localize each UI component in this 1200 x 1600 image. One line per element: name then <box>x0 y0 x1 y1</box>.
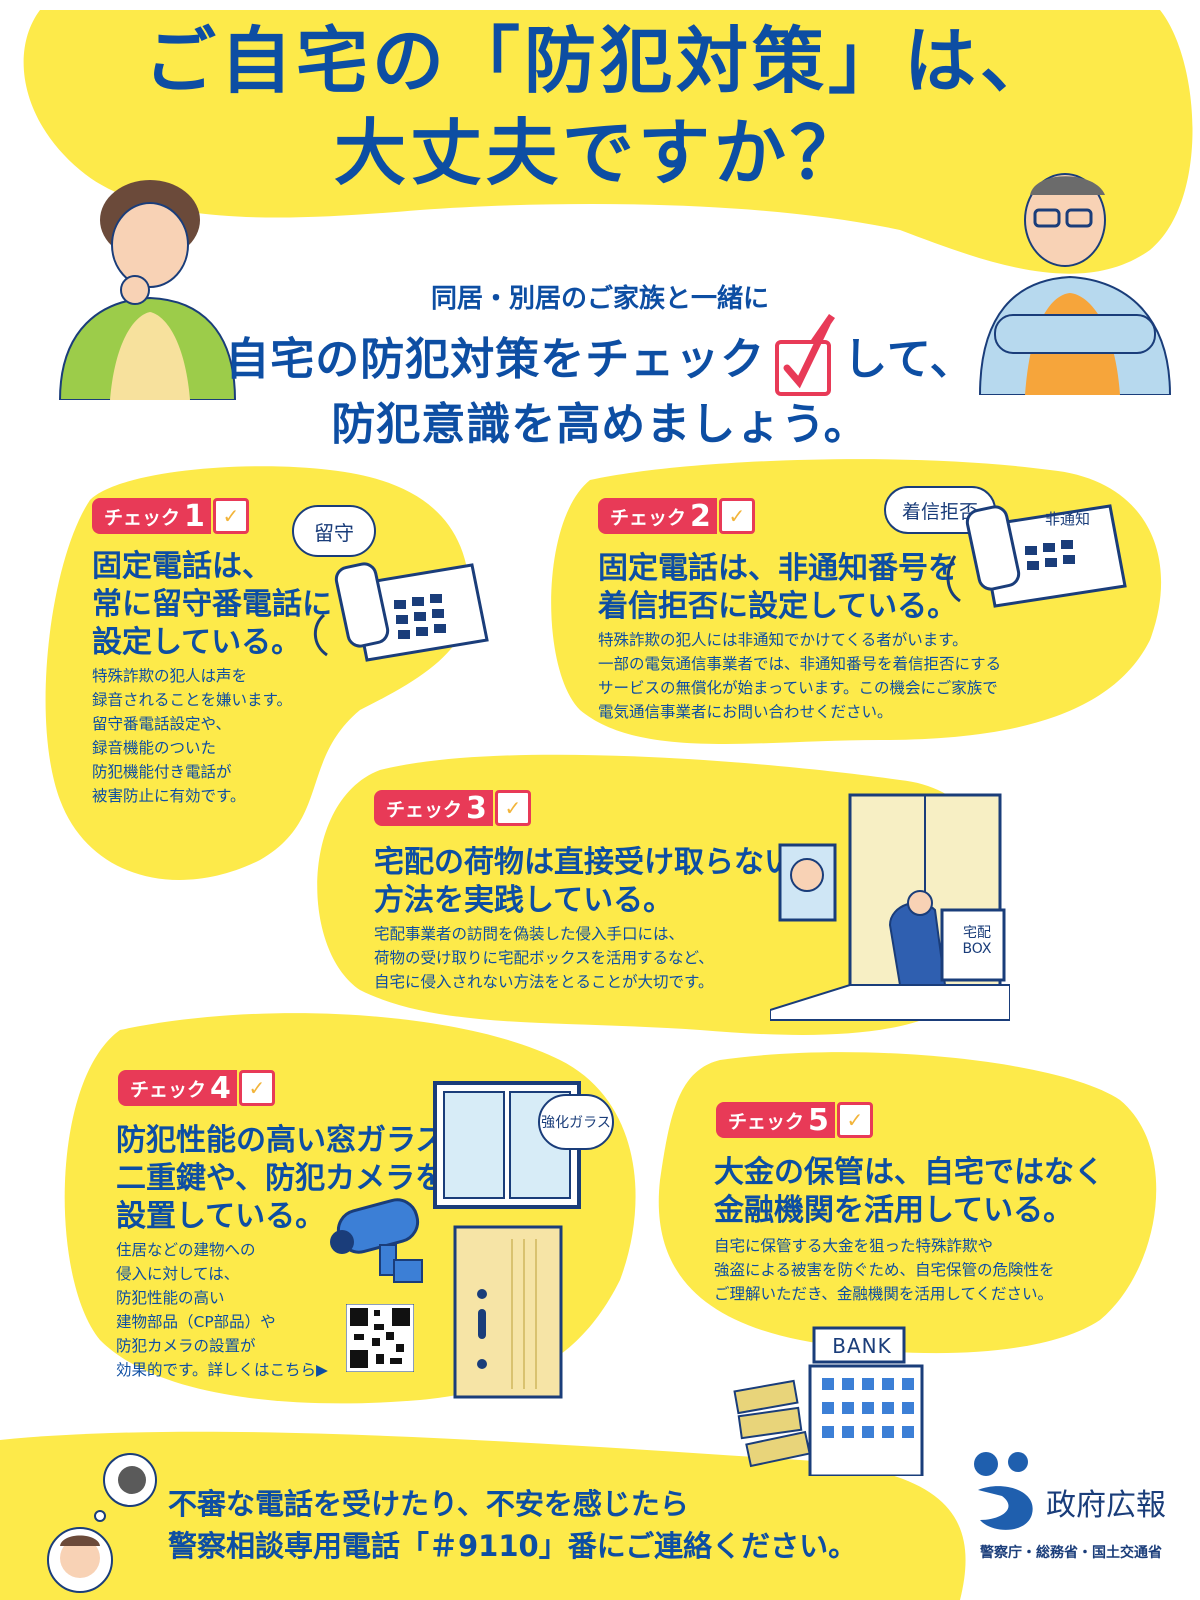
woman-thinking-illustration <box>58 180 237 400</box>
check-5-body: 自宅に保管する大金を狙った特殊詐欺や 強盗による被害を防ぐため、自宅保管の危険性… <box>714 1237 1055 1303</box>
lead-line1-text-a: 自宅の防犯対策をチェック <box>225 334 766 385</box>
delivery-box-label: 宅配 BOX <box>962 925 992 957</box>
woman-on-phone-illustration <box>47 1453 157 1593</box>
lead-line2: 防犯意識を高めましょう。 <box>331 399 869 450</box>
bank-building-illustration <box>733 1326 924 1476</box>
check-2-checkbox-icon: ✓ <box>718 498 755 534</box>
check-4-body: 住居などの建物への 侵入に対しては、 防犯性能の高い 建物部品（CP部品）や 防… <box>116 1241 328 1379</box>
check-3-checkbox-icon: ✓ <box>494 790 531 826</box>
lead-line1: 自宅の防犯対策をチェック して、 <box>0 310 1200 400</box>
security-camera-icon <box>330 1198 423 1283</box>
check-3-body: 宅配事業者の訪問を偽装した侵入手口には、 荷物の受け取りに宅配ボックスを活用する… <box>374 925 714 991</box>
man-arms-crossed-illustration <box>978 173 1172 395</box>
check-2-heading: 固定電話は、非通知番号を 着信拒否に設定している。 <box>598 551 958 624</box>
check-4-heading: 防犯性能の高い窓ガラス、 二重鍵や、防犯カメラを 設置している。 <box>116 1123 476 1234</box>
page-title-line1: ご自宅の「防犯対策」は、 <box>143 19 1056 103</box>
bank-sign-label: BANK <box>832 1334 892 1358</box>
government-logo-icon <box>974 1452 1033 1530</box>
telephone-non-notification-icon <box>946 504 1127 608</box>
check-4-speech-bubble: 強化ガラス <box>538 1094 614 1150</box>
delivery-door-illustration <box>770 793 1010 1021</box>
check-2-phone-label: 非通知 <box>1045 510 1091 528</box>
check-2-body: 特殊詐欺の犯人には非通知でかけてくる者がいます。 一部の電気通信事業者では、非通… <box>598 631 1002 721</box>
page-title-line2: 大丈夫ですか？ <box>333 111 866 195</box>
qr-code-icon[interactable] <box>346 1304 414 1372</box>
check-1-speech-bubble: 留守 <box>292 505 376 557</box>
logo-name: 政府広報 <box>1046 1488 1166 1523</box>
check-5-heading: 大金の保管は、自宅ではなく 金融機関を活用している。 <box>714 1155 1104 1228</box>
footer-line1: 不審な電話を受けたり、不安を感じたら <box>168 1487 689 1521</box>
footer-line2: 警察相談専用電話「＃9110」番にご連絡ください。 <box>168 1529 858 1563</box>
check-1-heading: 固定電話は、 常に留守番電話に 設定している。 <box>92 549 332 660</box>
lead-subtitle: 同居・別居のご家族と一緒に <box>430 284 769 314</box>
checkmark-pencil-icon <box>775 314 836 396</box>
lead-line1-text-b: して、 <box>843 334 975 385</box>
check-3-heading: 宅配の荷物は直接受け取らない 方法を実践している。 <box>374 845 794 918</box>
check-5-checkbox-icon: ✓ <box>836 1102 873 1138</box>
check-1-checkbox-icon: ✓ <box>212 498 249 534</box>
logo-agencies: 警察庁・総務省・国土交通省 <box>980 1545 1162 1561</box>
telephone-icon <box>313 562 489 662</box>
front-door-illustration <box>453 1225 563 1399</box>
check-4-checkbox-icon: ✓ <box>238 1070 275 1106</box>
check-1-body: 特殊詐欺の犯人は声を 録音されることを嫌います。 留守番電話設定や、 録音機能の… <box>92 667 292 805</box>
